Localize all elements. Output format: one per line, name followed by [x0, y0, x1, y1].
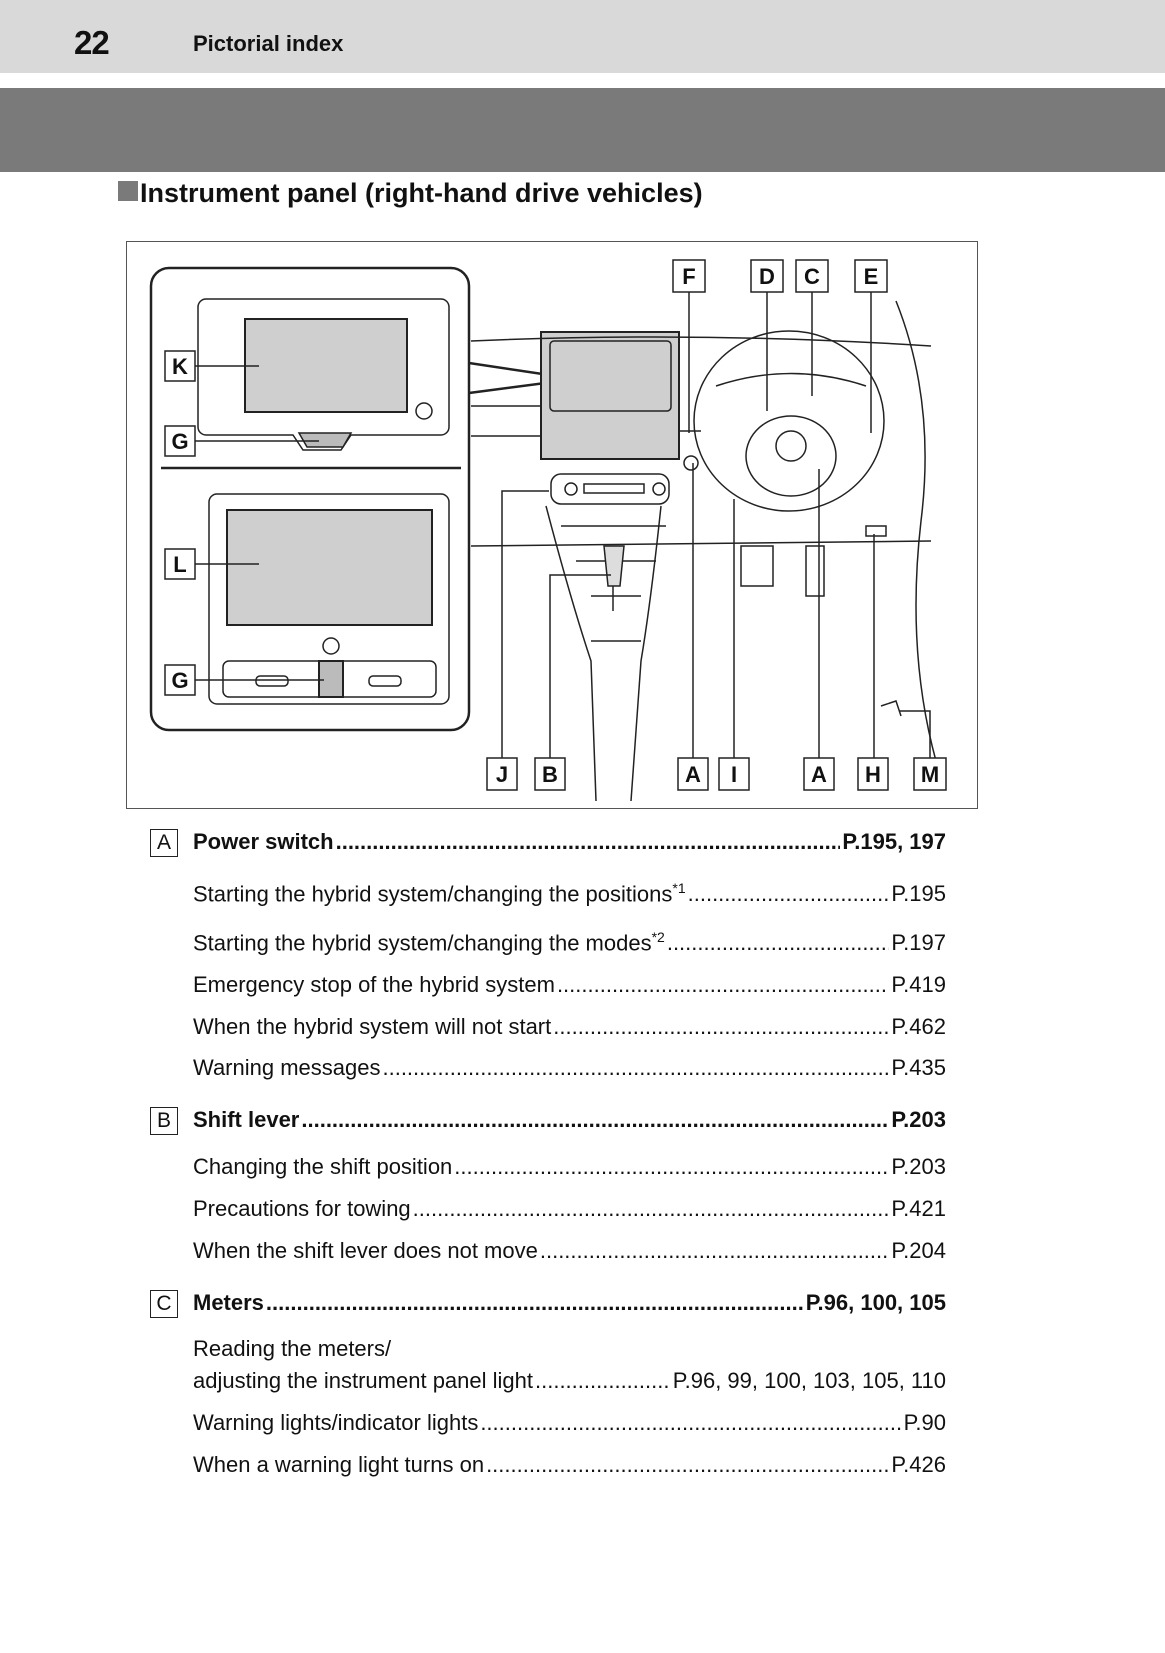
callout-e: E — [864, 264, 879, 289]
callout-k: K — [172, 354, 188, 379]
index-subentry: When the hybrid system will not startP.4… — [193, 1014, 946, 1040]
callout-l: L — [173, 552, 186, 577]
callout-m: M — [921, 762, 939, 787]
callout-b: B — [542, 762, 558, 787]
callout-d: D — [759, 264, 775, 289]
instrument-panel-diagram: F D C E K G L G J B A I A H M — [126, 241, 978, 809]
callout-f: F — [682, 264, 695, 289]
page-number: 22 — [74, 24, 110, 61]
section-title: Instrument panel (right-hand drive vehic… — [118, 178, 703, 209]
callout-h: H — [865, 762, 881, 787]
item-letter: B — [150, 1107, 178, 1135]
index-subentry: adjusting the instrument panel lightP.96… — [193, 1368, 946, 1394]
page-ref: P.195, 197 — [842, 829, 946, 854]
index-subentry: Emergency stop of the hybrid systemP.419 — [193, 972, 946, 998]
index-subentry: When the shift lever does not moveP.204 — [193, 1238, 946, 1264]
index-subentry: Precautions for towingP.421 — [193, 1196, 946, 1222]
header-band — [0, 88, 1165, 172]
index-subentry: When a warning light turns onP.426 — [193, 1452, 946, 1478]
callout-c: C — [804, 264, 820, 289]
callout-i: I — [731, 762, 737, 787]
callout-g: G — [171, 429, 188, 454]
item-letter: C — [150, 1290, 178, 1318]
index-subentry: Changing the shift positionP.203 — [193, 1154, 946, 1180]
index-subentry: Warning lights/indicator lightsP.90 — [193, 1410, 946, 1436]
callout-a: A — [685, 762, 701, 787]
item-letter: A — [150, 829, 178, 857]
callout-g: G — [171, 668, 188, 693]
index-entry: Power switchP.195, 197 — [193, 829, 946, 855]
index-subentry: Starting the hybrid system/changing the … — [193, 880, 946, 907]
callout-j: J — [496, 762, 508, 787]
index-subentry: Starting the hybrid system/changing the … — [193, 929, 946, 956]
section-name: Pictorial index — [193, 31, 344, 56]
page-header: 22 Pictorial index — [0, 0, 1165, 73]
square-bullet-icon — [118, 181, 138, 201]
callouts — [164, 259, 947, 791]
index-subentry-line1: Reading the meters/ — [193, 1336, 392, 1361]
index-subentry: Warning messagesP.435 — [193, 1055, 946, 1081]
callout-a: A — [811, 762, 827, 787]
index-entry: Shift leverP.203 — [193, 1107, 946, 1133]
index-entry: MetersP.96, 100, 105 — [193, 1290, 946, 1316]
